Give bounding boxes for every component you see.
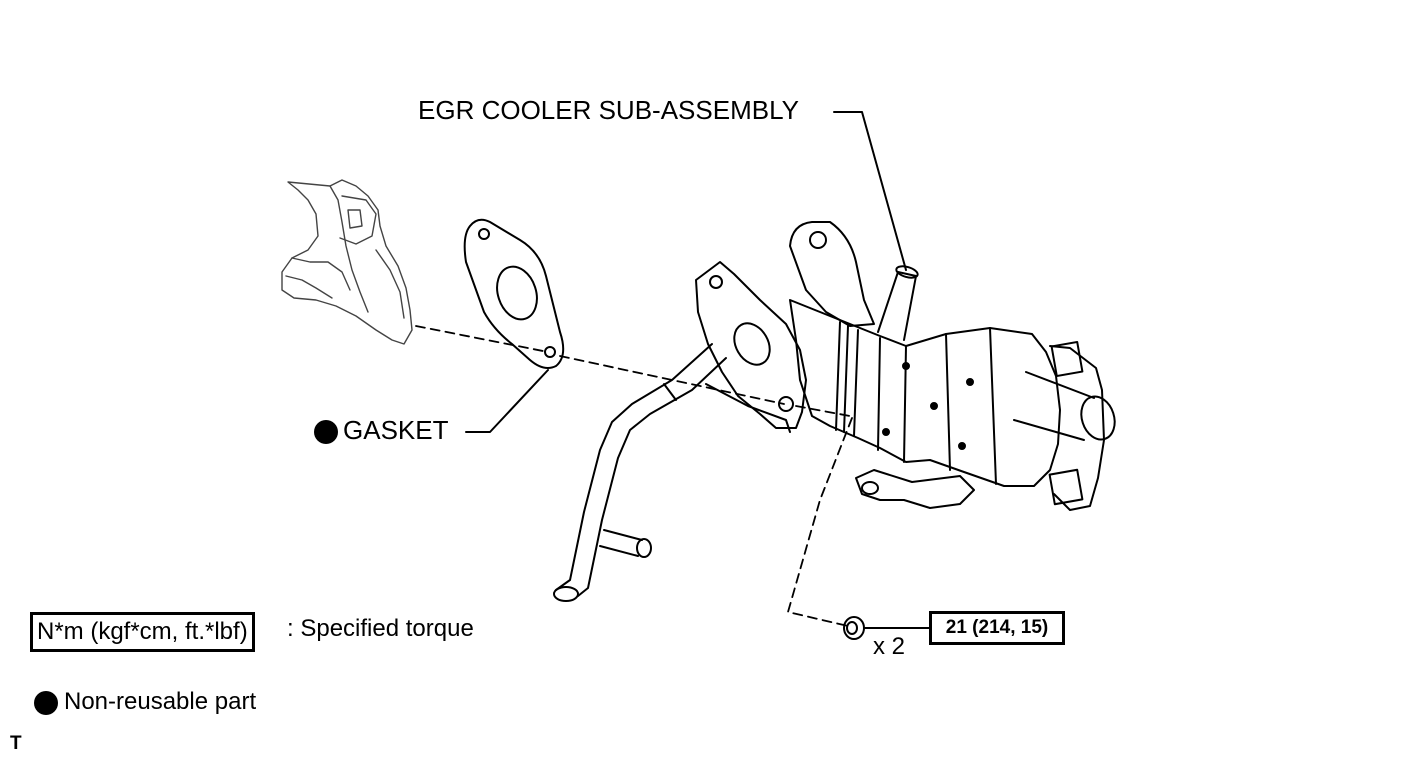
legend-torque-box: N*m (kgf*cm, ft.*lbf) bbox=[30, 612, 255, 652]
legend-torque-units: N*m (kgf*cm, ft.*lbf) bbox=[37, 618, 248, 645]
engine-side-flange bbox=[281, 179, 413, 345]
legend-dot-icon bbox=[34, 691, 58, 715]
legend-nonreusable-text: Non-reusable part bbox=[64, 688, 257, 715]
legend-torque-text: : Specified torque bbox=[287, 615, 474, 642]
corner-mark: T bbox=[10, 733, 22, 754]
gasket-part bbox=[463, 218, 565, 369]
leader-lines bbox=[465, 111, 907, 433]
torque-value: 21 (214, 15) bbox=[945, 617, 1049, 638]
gasket-label: GASKET bbox=[343, 415, 449, 445]
bolt-icon bbox=[843, 616, 931, 640]
egr-cooler-body bbox=[695, 221, 1116, 511]
coolant-pipe bbox=[553, 343, 791, 602]
assembly-label: EGR COOLER SUB-ASSEMBLY bbox=[418, 95, 799, 125]
non-reusable-dot-icon bbox=[314, 420, 338, 444]
torque-value-box: 21 (214, 15) bbox=[929, 611, 1065, 645]
quantity-label: x 2 bbox=[873, 633, 906, 660]
alignment-lines bbox=[415, 325, 853, 627]
